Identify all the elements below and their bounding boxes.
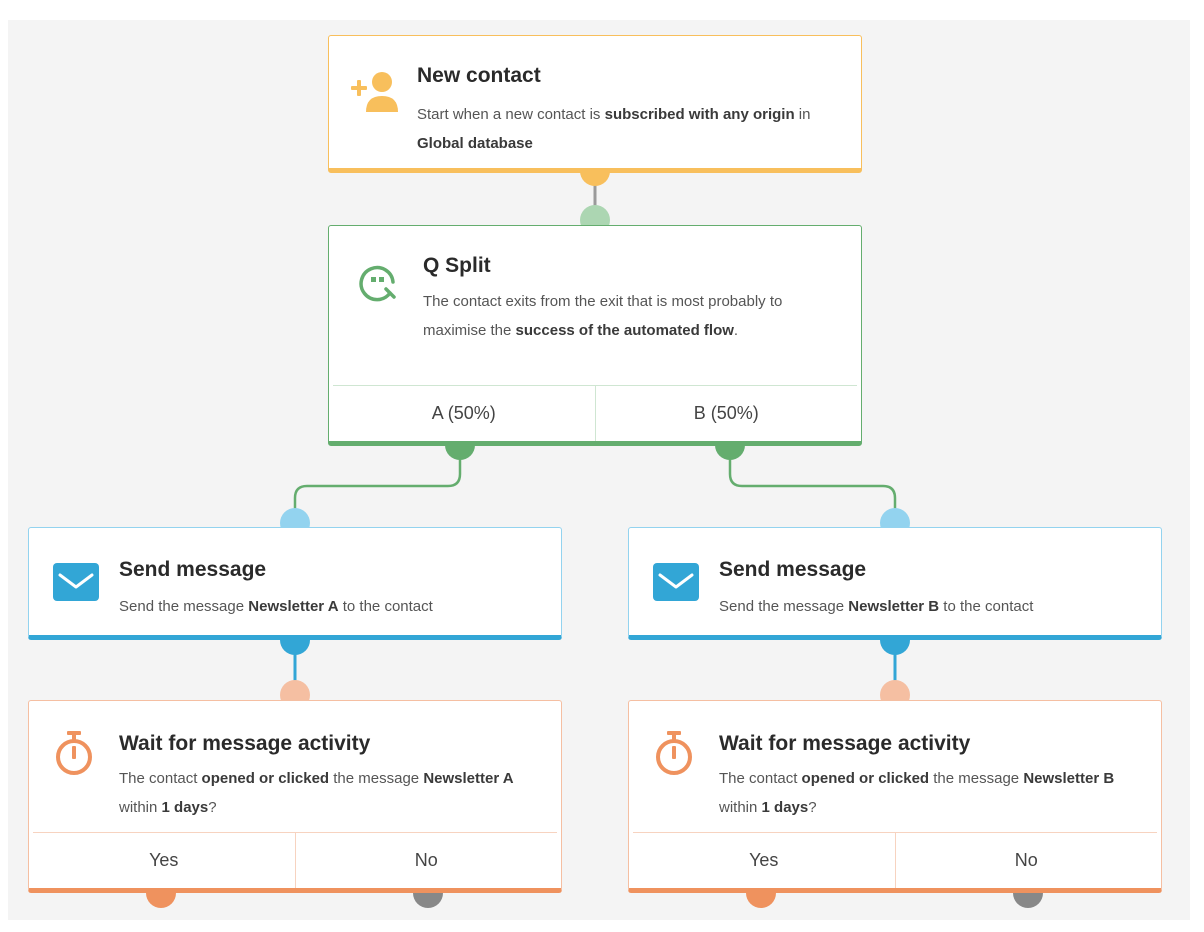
message-a-description: Send the message Newsletter A to the con… — [119, 598, 433, 615]
split-description: The contact exits from the exit that is … — [423, 293, 783, 339]
wait-a-title: Wait for message activity — [119, 732, 371, 755]
split-exit-b[interactable]: B (50%) — [594, 386, 858, 441]
wait-node-a[interactable]: Wait for message activity The contact op… — [28, 700, 562, 893]
connector-split-a — [293, 446, 462, 518]
envelope-icon — [53, 563, 99, 608]
message-a-title: Send message — [119, 558, 267, 581]
wait-a-exit-yes[interactable]: Yes — [149, 850, 179, 870]
message-node-b[interactable]: Send message Send the message Newsletter… — [628, 527, 1162, 640]
trigger-node-new-contact[interactable]: New contact Start when a new contact is … — [328, 35, 862, 173]
message-b-description: Send the message Newsletter B to the con… — [719, 598, 1034, 615]
split-exit-a[interactable]: A (50%) — [431, 403, 496, 423]
wait-b-exit-yes[interactable]: Yes — [749, 850, 779, 870]
wait-a-description: The contact opened or clicked the messag… — [119, 770, 514, 816]
split-node-q-split[interactable]: Q Split The contact exits from the exit … — [328, 225, 862, 446]
split-exits: A (50%) B (50%) — [333, 385, 857, 441]
add-person-icon — [349, 70, 401, 121]
message-b-title: Send message — [719, 558, 867, 581]
trigger-description: Start when a new contact is subscribed w… — [417, 106, 811, 152]
wait-b-description: The contact opened or clicked the messag… — [719, 770, 1115, 816]
wait-node-b[interactable]: Wait for message activity The contact op… — [628, 700, 1162, 893]
wait-a-exits: Yes No — [33, 832, 557, 888]
wait-a-exit-no[interactable]: No — [294, 833, 558, 888]
wait-b-title: Wait for message activity — [719, 732, 971, 755]
split-title: Q Split — [423, 254, 491, 277]
wait-b-exit-no[interactable]: No — [894, 833, 1158, 888]
trigger-title: New contact — [417, 64, 541, 87]
message-node-a[interactable]: Send message Send the message Newsletter… — [28, 527, 562, 640]
wait-b-exits: Yes No — [633, 832, 1157, 888]
stopwatch-icon — [653, 731, 695, 782]
stopwatch-icon — [53, 731, 95, 782]
envelope-icon — [653, 563, 699, 608]
q-split-icon — [357, 260, 399, 307]
connector-split-b — [728, 446, 897, 518]
